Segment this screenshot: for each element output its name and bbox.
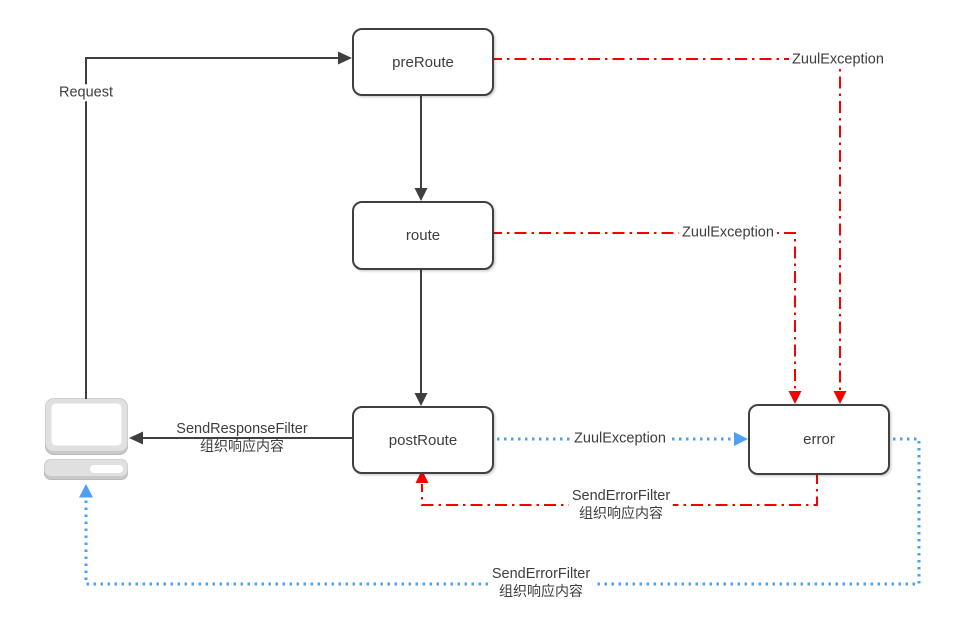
edge-label-senderror-postroute: SendErrorFilter 组织响应内容 bbox=[568, 487, 674, 523]
edge-preroute-exception bbox=[490, 58, 847, 404]
arrowhead-up-icon bbox=[79, 484, 93, 498]
node-route-label: route bbox=[405, 227, 441, 244]
computer-base-pill bbox=[90, 465, 123, 473]
node-postroute-label: postRoute bbox=[388, 431, 458, 449]
computer-screen bbox=[52, 404, 121, 445]
arrowhead-right-icon bbox=[338, 51, 352, 65]
edge-label-sendresponse-cjk: 组织响应内容 bbox=[199, 438, 284, 455]
edge-request bbox=[85, 51, 352, 399]
arrowhead-down-icon bbox=[414, 188, 428, 201]
edge-label-sendresponse-en: SendResponseFilter bbox=[176, 420, 308, 437]
computer-base bbox=[44, 459, 128, 480]
edge-route-to-postroute bbox=[414, 266, 428, 406]
edge-label-senderror-postroute-en: SendErrorFilter bbox=[571, 487, 671, 504]
computer-icon bbox=[40, 395, 132, 485]
arrowhead-down-icon bbox=[414, 393, 428, 406]
edge-label-preroute-exception: ZuulException bbox=[789, 51, 887, 69]
arrowhead-down-icon bbox=[833, 391, 847, 404]
edge-route-exception bbox=[490, 232, 802, 404]
edge-label-request: Request bbox=[55, 84, 117, 102]
edge-label-postroute-exception: ZuulException bbox=[571, 430, 669, 448]
arrowhead-down-icon bbox=[788, 391, 802, 404]
arrowhead-right-icon bbox=[734, 432, 748, 446]
edge-preroute-to-route bbox=[414, 92, 428, 201]
edge-label-route-exception: ZuulException bbox=[679, 224, 777, 242]
node-error: error bbox=[748, 404, 890, 475]
node-preroute: preRoute bbox=[352, 28, 494, 96]
edge-label-senderror-postroute-cjk: 组织响应内容 bbox=[579, 505, 663, 522]
node-preroute-label: preRoute bbox=[392, 53, 454, 71]
edge-label-senderror-client-en: SendErrorFilter bbox=[491, 565, 591, 582]
computer-monitor bbox=[45, 398, 128, 455]
node-route: route bbox=[352, 201, 494, 270]
edge-label-senderror-client: SendErrorFilter 组织响应内容 bbox=[488, 565, 594, 601]
edge-label-sendresponse: SendResponseFilter 组织响应内容 bbox=[176, 421, 307, 455]
node-error-label: error bbox=[803, 431, 835, 448]
edge-label-senderror-client-cjk: 组织响应内容 bbox=[499, 583, 583, 600]
node-postroute: postRoute bbox=[352, 406, 494, 474]
